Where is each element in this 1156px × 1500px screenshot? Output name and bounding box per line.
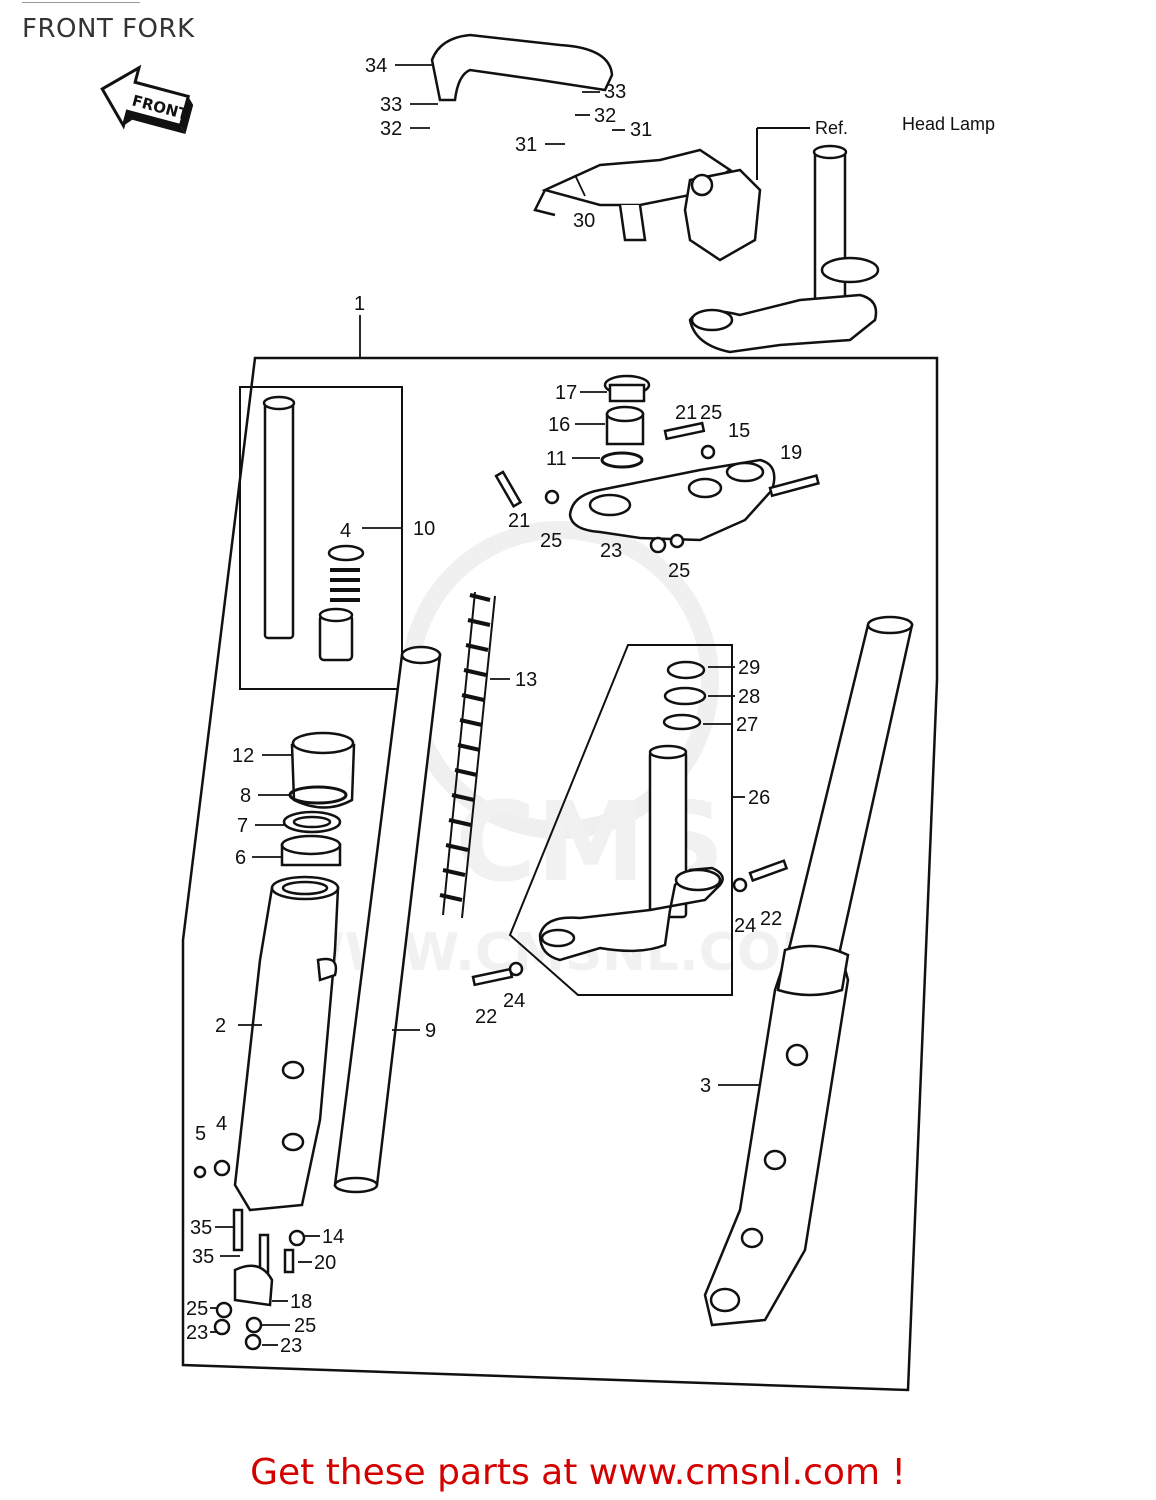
callout-1: 1: [354, 293, 365, 315]
callout-21-left: 21: [508, 510, 530, 532]
callout-17: 17: [555, 382, 577, 404]
callout-15: 15: [728, 420, 750, 442]
footer-link-text[interactable]: Get these parts at www.cmsnl.com !: [250, 1452, 906, 1493]
callout-21-top: 21: [675, 402, 697, 424]
callout-7: 7: [237, 815, 248, 837]
callout-35-bottom: 35: [192, 1246, 214, 1268]
callout-24-bottom: 24: [503, 990, 525, 1012]
headlamp-bracket-30: [533, 148, 733, 242]
steering-stem-assembly: [688, 144, 880, 354]
under-bracket-26: [538, 660, 724, 962]
callout-33-left: 33: [380, 94, 402, 116]
upper-bracket-15: [568, 458, 776, 542]
callout-24-right: 24: [734, 915, 756, 937]
callout-23-clamp-left: 23: [186, 1322, 208, 1344]
callout-23-clamp-right: 23: [280, 1335, 302, 1357]
callout-4-kit: 4: [340, 520, 351, 542]
page-title: FRONT FORK: [22, 14, 195, 44]
callout-20: 20: [314, 1252, 336, 1274]
callout-18: 18: [290, 1291, 312, 1313]
callout-25-bracket: 25: [668, 560, 690, 582]
callout-22-right: 22: [760, 908, 782, 930]
fork-cap-17: [603, 374, 651, 403]
callout-25-left: 25: [540, 530, 562, 552]
inner-tube-10: [262, 395, 365, 662]
headlamp-stay-34: [430, 33, 614, 102]
callout-22-bottom: 22: [475, 1006, 497, 1028]
callout-26: 26: [748, 787, 770, 809]
callout-5: 5: [195, 1123, 206, 1145]
front-arrow: FRONT: [100, 64, 194, 135]
callout-3: 3: [700, 1075, 711, 1097]
callout-10: 10: [413, 518, 435, 540]
callout-6: 6: [235, 847, 246, 869]
callout-30: 30: [573, 210, 595, 232]
callout-19: 19: [780, 442, 802, 464]
inner-fork-tube-9: [333, 645, 442, 1194]
reference-prefix: Ref.: [815, 118, 848, 138]
callout-11: 11: [546, 448, 567, 470]
axle-clamp-parts: [193, 1159, 306, 1351]
callout-13: 13: [515, 669, 537, 691]
callout-28: 28: [738, 686, 760, 708]
washer-7: [282, 810, 342, 834]
callout-16: 16: [548, 414, 570, 436]
callout-31-left: 31: [515, 134, 537, 156]
callout-8: 8: [240, 785, 251, 807]
leader-lines: [210, 64, 760, 1346]
callout-35-top: 35: [190, 1217, 212, 1239]
callout-4: 4: [216, 1113, 227, 1135]
assembly-frame: [181, 356, 939, 1392]
callout-29: 29: [738, 657, 760, 679]
outer-tube-right-3: [703, 615, 914, 1327]
fork-spring-13: [439, 591, 496, 919]
callout-labels: 34 33 33 32 32 31 31 30 1 17 16 11 21 25…: [186, 55, 995, 1357]
callout-9: 9: [425, 1020, 436, 1042]
callout-25-clamp-right: 25: [294, 1315, 316, 1337]
callout-33-right: 33: [604, 81, 626, 103]
callout-12: 12: [232, 745, 254, 767]
callout-23-top: 23: [600, 540, 622, 562]
outer-tube-left-2: [233, 875, 340, 1212]
callout-32-right: 32: [594, 105, 616, 127]
callout-32-left: 32: [380, 118, 402, 140]
callout-31-right: 31: [630, 119, 652, 141]
stem-nut-16: [605, 405, 645, 446]
callout-2: 2: [215, 1015, 226, 1037]
callout-25-clamp-left: 25: [186, 1298, 208, 1320]
under-bracket-kit-box: [508, 644, 733, 996]
upper-bracket-bolts: [494, 421, 820, 554]
under-bracket-bolts: [471, 859, 789, 987]
callout-14: 14: [322, 1226, 344, 1248]
inner-tube-kit-box: [239, 386, 403, 690]
callout-34: 34: [365, 55, 387, 77]
callout-25-top: 25: [700, 402, 722, 424]
headlamp-ref-bracket: [683, 168, 762, 262]
top-rule: [22, 2, 140, 3]
o-ring-11: [600, 451, 644, 469]
callout-27: 27: [736, 714, 758, 736]
reference-head-lamp: Head Lamp: [902, 114, 995, 134]
exploded-diagram: CMS WWW.CMSNL.COM FRONT: [100, 33, 995, 1392]
oil-seal-6: [280, 834, 342, 867]
